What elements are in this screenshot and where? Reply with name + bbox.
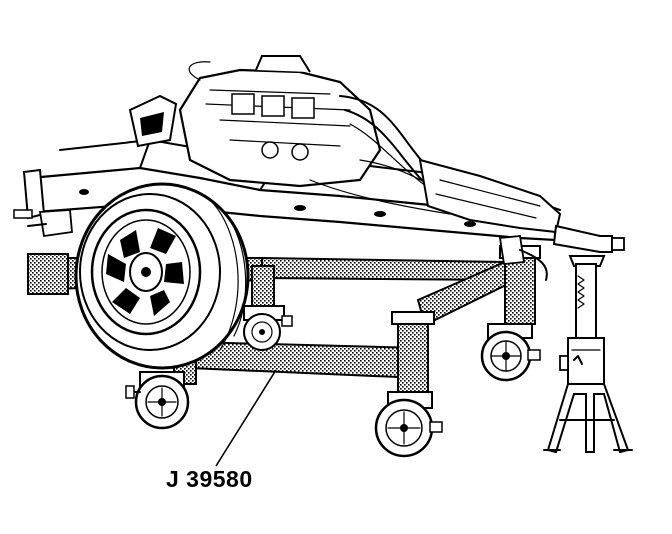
- dolly-post-rear-left: [27, 253, 69, 295]
- jack-stand-legs: [546, 383, 630, 454]
- dolly-front-beam: [189, 340, 421, 380]
- dolly-post-front-right: [397, 321, 429, 395]
- callout-leader-line: [215, 369, 277, 467]
- engine-block: [178, 68, 382, 188]
- caster-wheel-front-left: [125, 371, 190, 430]
- dolly-post-rear-right: [504, 255, 536, 325]
- dolly-rear-beam: [261, 256, 506, 282]
- caster-wheel-rear-right: [480, 323, 541, 382]
- vehicle-frame: [13, 55, 625, 281]
- caster-wheel-front-right: [374, 391, 443, 458]
- tool-callout-label: J 39580: [166, 466, 253, 492]
- caster-wheel-rear-middle: [243, 305, 293, 351]
- jack-stand: [543, 255, 633, 454]
- front-wheel-tire: [74, 182, 250, 370]
- dolly-post-rear-middle: [251, 265, 275, 311]
- driveshaft: [552, 224, 613, 253]
